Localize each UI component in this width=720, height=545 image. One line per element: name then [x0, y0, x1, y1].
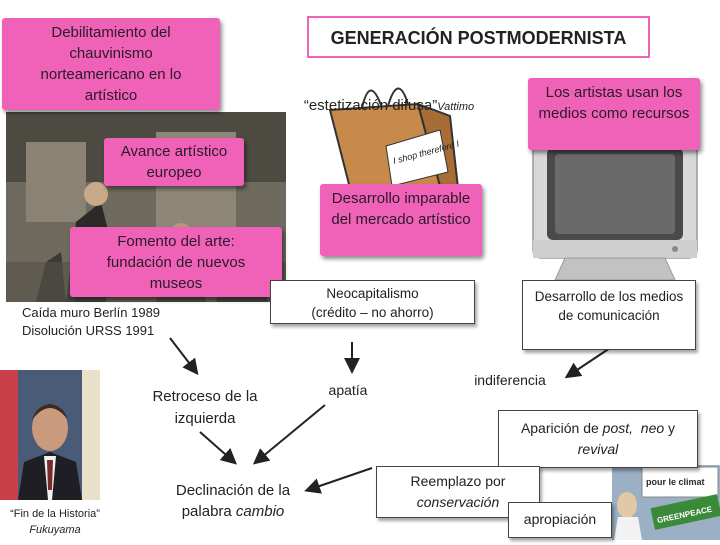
mercado-box: Desarrollo imparable del mercado artísti… — [320, 184, 482, 256]
television-illustration — [525, 128, 705, 288]
artistas-box: Los artistas usan los medios como recurs… — [528, 78, 700, 150]
fukuyama-caption: “Fin de la Historia” Fukuyama — [0, 506, 110, 540]
arrow-retroceso-to-declinacion — [199, 431, 237, 465]
caida-line2: Disolución URSS 1991 — [22, 323, 155, 338]
fukuyama-author: Fukuyama — [29, 524, 81, 536]
quote-text: “estetización difusa” — [303, 97, 438, 114]
apropiacion-box: apropiación — [508, 502, 612, 538]
arrow-apatia-to-declinacion — [252, 404, 326, 465]
aparicion-box: Aparición de post, neo y revival — [498, 410, 698, 468]
apatia-label: apatía — [328, 382, 368, 398]
declinacion-box: Declinación de la palabra cambio — [162, 468, 304, 534]
vattimo-quote: “estetización difusa”Vattimo — [274, 96, 504, 120]
arrow-medios-to-indiferencia — [564, 347, 611, 379]
fomento-box: Fomento del arte: fundación de nuevos mu… — [70, 227, 282, 297]
fukuyama-quote: “Fin de la Historia” — [10, 508, 100, 520]
neocapitalismo-box: Neocapitalismo (crédito – no ahorro) — [270, 280, 475, 324]
page-title: GENERACIÓN POSTMODERNISTA — [307, 16, 650, 58]
climate-protest-photo: pour le climat GREENPEACE — [612, 465, 720, 540]
retroceso-label: Retroceso de la izquierda — [152, 388, 258, 427]
chauvinismo-box: Debilitamiento del chauvinismo norteamer… — [2, 18, 220, 110]
caida-caption: Caída muro Berlín 1989 Disolución URSS 1… — [22, 304, 222, 344]
arrow-reemplazo-to-declinacion — [304, 467, 373, 494]
reagan-portrait — [0, 370, 100, 500]
medios-box: Desarrollo de los medios de comunicación — [522, 280, 696, 350]
avance-box: Avance artístico europeo — [104, 138, 244, 186]
indiferencia-label: indiferencia — [474, 372, 546, 388]
arrow-caida-to-retroceso — [169, 337, 199, 376]
protest-sign-text: pour le climat — [646, 477, 705, 487]
caida-line1: Caída muro Berlín 1989 — [22, 305, 161, 320]
quote-author: Vattimo — [437, 101, 475, 113]
